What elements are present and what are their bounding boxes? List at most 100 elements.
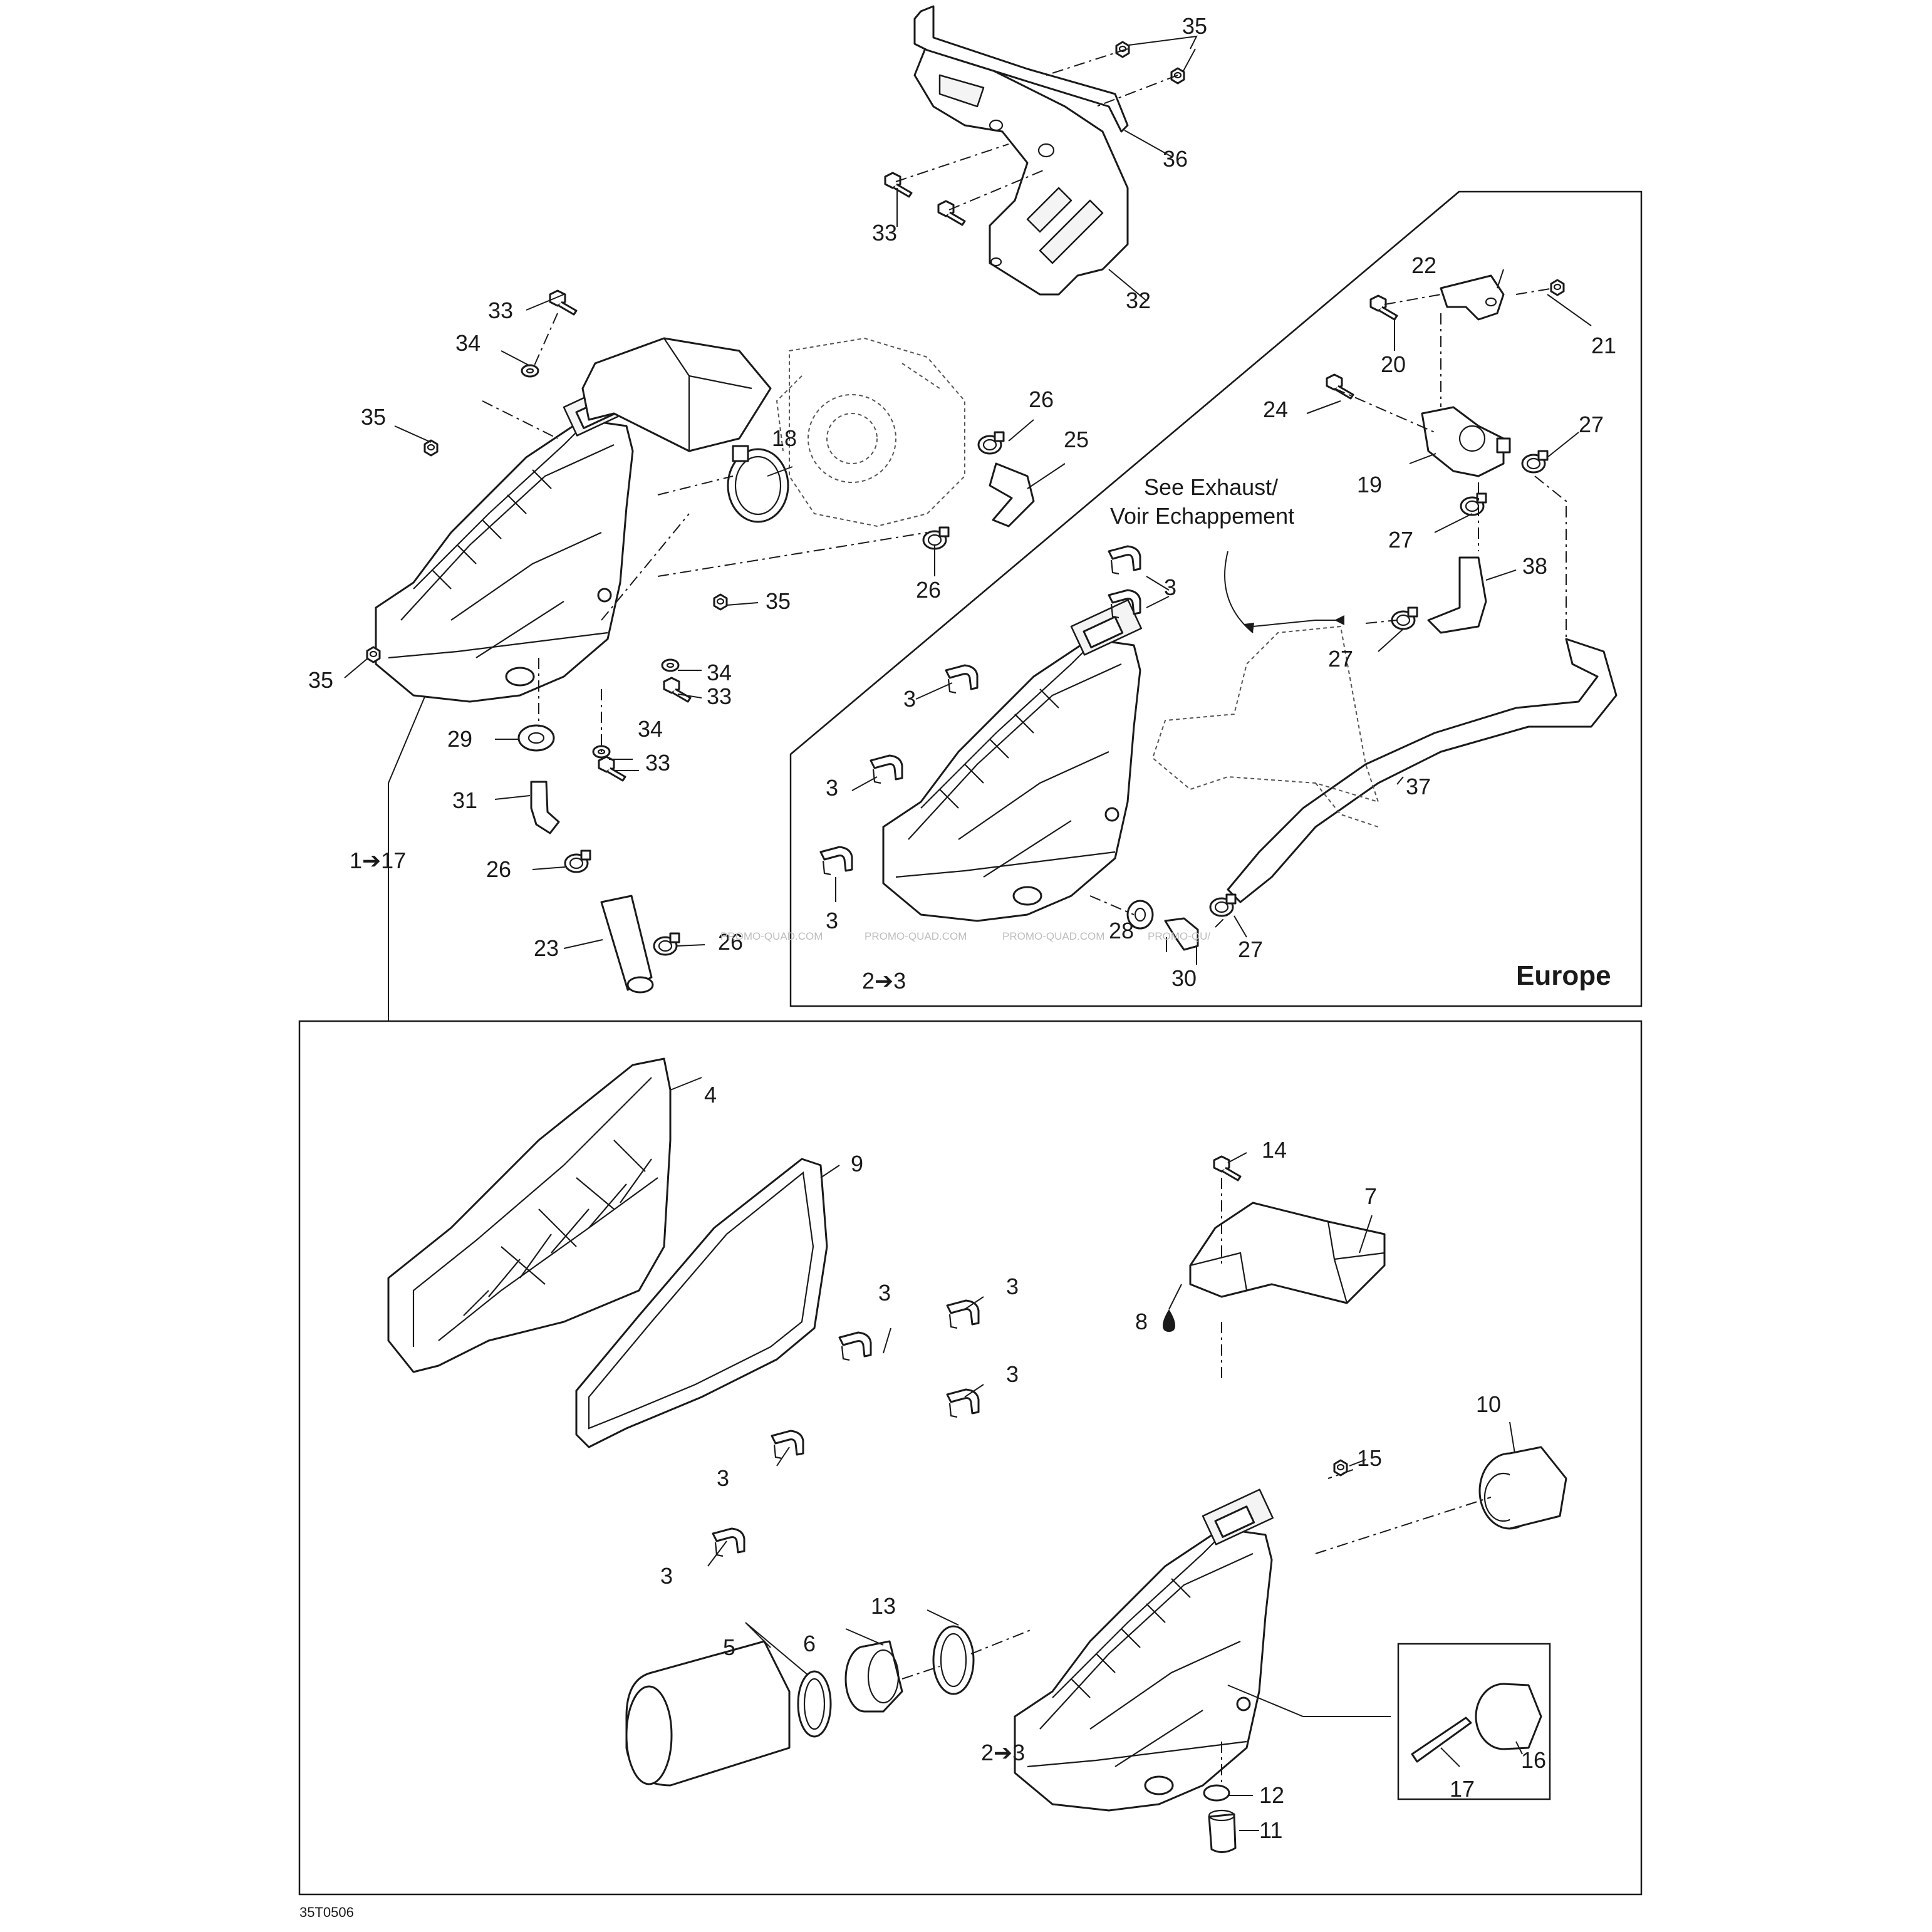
europe-label: Europe bbox=[1516, 960, 1611, 991]
clip-17 bbox=[1411, 1716, 1472, 1763]
clamp-27-c bbox=[1391, 606, 1418, 630]
watermark: PROMO-QUAD.COM bbox=[720, 930, 823, 942]
callout-3: 3 bbox=[1006, 1361, 1019, 1387]
callout-3: 3 bbox=[826, 908, 838, 933]
callout-5: 5 bbox=[723, 1634, 735, 1660]
callout-37: 37 bbox=[1406, 774, 1431, 799]
clamp-18 bbox=[727, 445, 789, 523]
callout-35: 35 bbox=[361, 404, 386, 430]
callout-38: 38 bbox=[1522, 553, 1547, 579]
hose-37 bbox=[1227, 638, 1618, 903]
callout-26: 26 bbox=[1029, 387, 1054, 412]
callout-3: 3 bbox=[660, 1563, 673, 1589]
bolt-20 bbox=[1369, 294, 1398, 321]
callout-27: 27 bbox=[1388, 527, 1413, 553]
grommet-28 bbox=[1126, 900, 1154, 930]
callout-2-to-3: 2➔3 bbox=[862, 968, 906, 994]
filter-5 bbox=[625, 1640, 832, 1787]
hose-25 bbox=[989, 462, 1035, 527]
bracket-22 bbox=[1440, 274, 1505, 321]
hose-38 bbox=[1427, 556, 1487, 634]
callout-27: 27 bbox=[1579, 412, 1604, 437]
callout-29: 29 bbox=[447, 726, 472, 752]
option-16-17-frame bbox=[1397, 1643, 1551, 1800]
nut-21 bbox=[1550, 279, 1565, 296]
callout-3: 3 bbox=[903, 686, 916, 712]
washer-34-box-b bbox=[661, 658, 680, 672]
bolt-33-top-a bbox=[884, 172, 913, 198]
watermark: PROMO-QU/ bbox=[1148, 930, 1210, 942]
callout-14: 14 bbox=[1262, 1137, 1287, 1163]
exhaust-ghost bbox=[1151, 625, 1379, 828]
callout-17: 17 bbox=[1450, 1776, 1475, 1802]
callout-11: 11 bbox=[1259, 1817, 1282, 1843]
callout-22: 22 bbox=[1411, 252, 1436, 278]
clamp-26-b bbox=[922, 526, 950, 550]
callout-26: 26 bbox=[718, 929, 743, 955]
callout-3: 3 bbox=[1164, 574, 1176, 600]
callout-26: 26 bbox=[916, 577, 941, 603]
callout-3: 3 bbox=[826, 775, 838, 801]
callout-19: 19 bbox=[1357, 472, 1382, 497]
filter-cap-16 bbox=[1475, 1683, 1542, 1750]
callout-34: 34 bbox=[638, 716, 663, 742]
air-box-main bbox=[375, 380, 635, 703]
elbow-31 bbox=[530, 781, 560, 834]
callout-33: 33 bbox=[488, 298, 513, 323]
clip-3-kit-d bbox=[771, 1430, 804, 1460]
callout-2-to-3: 2➔3 bbox=[981, 1740, 1025, 1765]
callout-25: 25 bbox=[1064, 427, 1089, 452]
adapter-6 bbox=[844, 1640, 903, 1713]
callout-26: 26 bbox=[486, 856, 511, 882]
air-box-europe bbox=[882, 599, 1143, 922]
adapter-10 bbox=[1478, 1446, 1567, 1530]
callout-4: 4 bbox=[704, 1082, 717, 1108]
clamp-27-a bbox=[1521, 450, 1549, 474]
drain-cap-11 bbox=[1208, 1809, 1237, 1853]
callout-33: 33 bbox=[645, 750, 670, 776]
bottom-kit-frame bbox=[298, 1020, 1643, 1896]
callout-35: 35 bbox=[308, 667, 333, 693]
drawing-code: 35T0506 bbox=[299, 1904, 354, 1920]
callout-8: 8 bbox=[1135, 1309, 1148, 1334]
clamp-27-b bbox=[1460, 492, 1487, 516]
nut-35-box-c bbox=[366, 646, 381, 663]
clip-3-eu-c bbox=[945, 664, 979, 694]
clip-3-eu-e bbox=[819, 846, 853, 876]
callout-1-to-17: 1➔17 bbox=[350, 848, 406, 873]
callout-23: 23 bbox=[534, 935, 559, 961]
callout-30: 30 bbox=[1171, 965, 1197, 991]
duct-7 bbox=[1189, 1202, 1386, 1304]
callout-36: 36 bbox=[1163, 146, 1188, 172]
callout-32: 32 bbox=[1126, 288, 1151, 313]
nut-35-box-b bbox=[713, 593, 728, 611]
see-exhaust-note-line2: Voir Echappement bbox=[1110, 503, 1294, 529]
elbow-30 bbox=[1164, 917, 1199, 951]
callout-27: 27 bbox=[1238, 937, 1263, 962]
drain-tube-23 bbox=[600, 895, 654, 994]
see-exhaust-note-line1: See Exhaust/ bbox=[1144, 474, 1278, 500]
clip-3-kit-a bbox=[838, 1331, 872, 1361]
air-box-bottom bbox=[1014, 1488, 1274, 1812]
callout-34: 34 bbox=[707, 660, 732, 685]
nut-35-box-a bbox=[423, 439, 439, 457]
callout-18: 18 bbox=[772, 425, 797, 451]
clip-3-kit-b bbox=[946, 1299, 980, 1329]
callout-28: 28 bbox=[1109, 918, 1134, 943]
callout-31: 31 bbox=[452, 787, 477, 813]
carburetor-ghost bbox=[776, 337, 965, 527]
watermark: PROMO-QUAD.COM bbox=[1002, 930, 1104, 942]
callout-35: 35 bbox=[766, 588, 791, 614]
clamp-13 bbox=[932, 1625, 975, 1695]
clip-3-eu-a bbox=[1108, 545, 1141, 575]
callout-33: 33 bbox=[872, 220, 897, 246]
grommet-29 bbox=[517, 724, 555, 752]
washer-34-box bbox=[521, 364, 539, 378]
callout-33: 33 bbox=[707, 683, 732, 709]
callout-35: 35 bbox=[1182, 13, 1207, 39]
bolt-33-box-b bbox=[663, 677, 692, 703]
air-box-cover-4 bbox=[387, 1057, 672, 1373]
intake-duct-main bbox=[581, 337, 772, 452]
clip-3-eu-d bbox=[870, 754, 903, 784]
